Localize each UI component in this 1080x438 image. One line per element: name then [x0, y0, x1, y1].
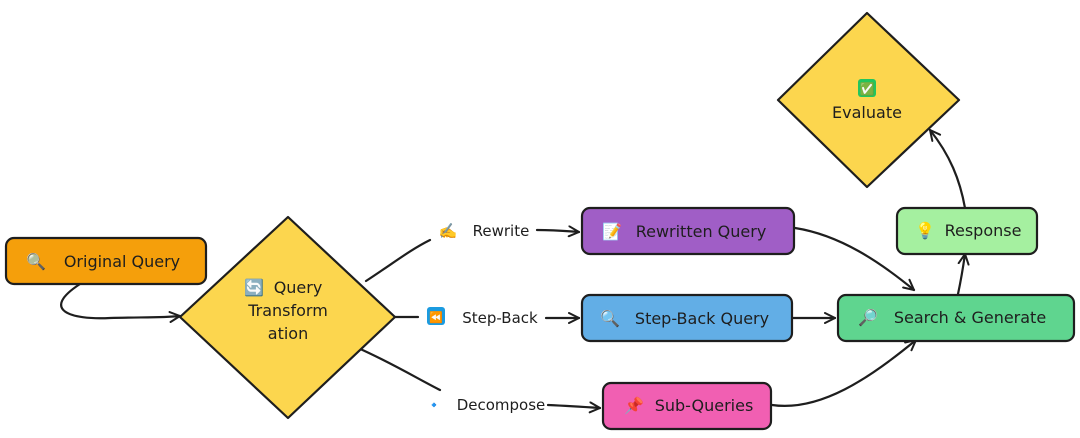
rewind-icon: ⏪ [429, 311, 443, 324]
node-sub-queries-label: Sub-Queries [655, 396, 754, 415]
node-step-back-query-label: Step-Back Query [635, 309, 769, 328]
edge-transformation-to-decompose [356, 346, 442, 392]
edge-original-to-transformation [60, 282, 182, 323]
rewind-icon-bg [427, 307, 445, 325]
edge-decompose-to-subqueries [546, 401, 602, 414]
node-query-transformation-label-1: Query [274, 278, 323, 297]
writing-hand-icon: ✍️ [439, 222, 458, 240]
node-query-transformation[interactable]: 🔄 Query Transform ation [178, 215, 397, 420]
edge-rewrite-to-rewritten [535, 225, 581, 238]
edge-label-step-back-text: Step-Back [462, 309, 538, 327]
check-icon: ✅ [860, 82, 875, 96]
memo-icon: 📝 [602, 222, 622, 241]
edge-rewritten-to-search [793, 226, 916, 292]
node-sub-queries[interactable]: 📌 Sub-Queries [601, 381, 773, 431]
refresh-icon: 🔄 [244, 278, 264, 297]
node-rewritten-query[interactable]: 📝 Rewritten Query [580, 206, 796, 256]
node-search-generate[interactable]: 🔎 Search & Generate [836, 293, 1076, 343]
edge-label-decompose-text: Decompose [457, 396, 546, 414]
edge-label-decompose: 🔹 Decompose [427, 396, 546, 414]
edge-search-to-response [956, 252, 970, 296]
check-icon-bg [858, 79, 876, 97]
edge-label-rewrite-text: Rewrite [473, 222, 530, 240]
node-search-generate-label: Search & Generate [894, 308, 1046, 327]
node-rewritten-query-label: Rewritten Query [636, 222, 767, 241]
search-icon: 🔍 [26, 251, 46, 271]
node-original-query-label: Original Query [64, 252, 180, 271]
edge-response-to-evaluate [928, 128, 967, 210]
edge-label-rewrite: ✍️ Rewrite [439, 222, 530, 240]
node-query-transformation-label-3: ation [268, 324, 308, 343]
node-query-transformation-label-2: Transform [247, 301, 328, 320]
magnifier-right-icon: 🔎 [858, 307, 878, 327]
edges [60, 128, 970, 414]
node-response[interactable]: 💡 Response [895, 206, 1039, 256]
node-evaluate-label: Evaluate [832, 103, 902, 122]
blue-diamond-icon: 🔹 [427, 398, 442, 412]
node-evaluate[interactable]: ✅ Evaluate [776, 11, 961, 189]
pushpin-icon: 📌 [624, 396, 644, 415]
edge-label-step-back: ⏪ Step-Back [427, 307, 538, 327]
node-step-back-query[interactable]: 🔍 Step-Back Query [580, 293, 794, 343]
node-response-label: Response [945, 221, 1022, 240]
light-bulb-icon: 💡 [915, 221, 935, 240]
search-icon: 🔍 [600, 308, 620, 328]
node-original-query[interactable]: 🔍 Original Query [4, 236, 208, 286]
edge-transformation-to-rewrite [364, 238, 432, 283]
edge-subqueries-to-search [770, 338, 918, 408]
